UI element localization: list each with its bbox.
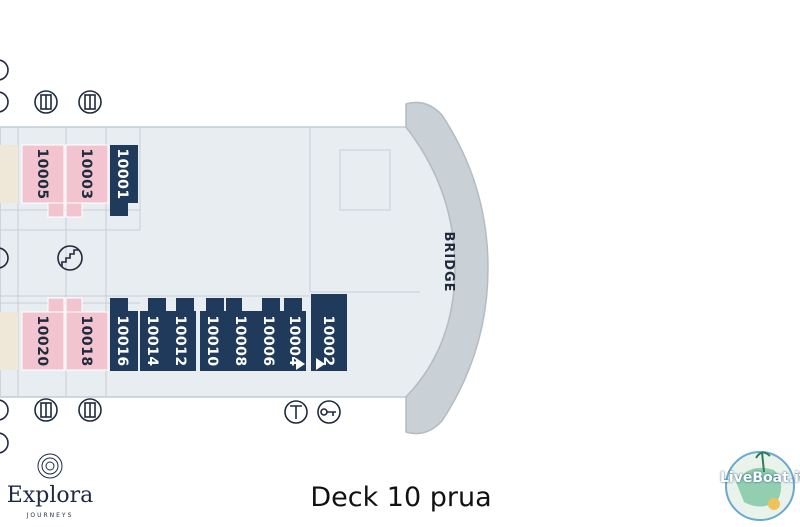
cabin-number: 10010 bbox=[204, 315, 220, 366]
cabin-number: 10012 bbox=[172, 315, 188, 366]
cabin-number: 10018 bbox=[78, 315, 94, 366]
elevator-icon bbox=[34, 398, 58, 422]
cabin-10001[interactable]: 10001 bbox=[110, 145, 138, 216]
cabin-10008[interactable]: 10008 bbox=[226, 298, 256, 371]
cabin-10020[interactable]: 10020 bbox=[21, 297, 65, 371]
cabin-number: 10004 bbox=[286, 315, 302, 366]
elevator-icon bbox=[78, 90, 102, 114]
cabin-number: 10020 bbox=[34, 315, 50, 366]
bridge-area bbox=[405, 101, 489, 435]
cabin-10004[interactable]: 10004 bbox=[284, 298, 306, 371]
cabin-partial-bottom bbox=[0, 312, 18, 370]
tea-icon bbox=[284, 400, 308, 424]
cabin-number: 10001 bbox=[114, 148, 130, 199]
cabin-number: 10005 bbox=[34, 148, 50, 199]
cabin-10010[interactable]: 10010 bbox=[200, 298, 228, 371]
cabin-number: 10016 bbox=[114, 315, 130, 366]
cabin-partial-top bbox=[0, 145, 18, 203]
cabin-10005[interactable]: 10005 bbox=[21, 144, 65, 218]
elevator-icon bbox=[34, 90, 58, 114]
accessible-marker bbox=[296, 358, 305, 370]
elevator-icon bbox=[0, 59, 9, 81]
cabin-number: 10003 bbox=[78, 148, 94, 199]
cabin-10006[interactable]: 10006 bbox=[256, 298, 284, 371]
explora-logo-icon bbox=[37, 453, 63, 479]
cabin-number: 10008 bbox=[232, 315, 248, 366]
accessible-marker bbox=[316, 358, 325, 370]
cabin-10016[interactable]: 10016 bbox=[110, 298, 138, 371]
brand-liveboat: LiveBoat.it bbox=[720, 470, 800, 486]
cabin-number: 10002 bbox=[320, 315, 336, 366]
cabin-10003[interactable]: 10003 bbox=[65, 144, 109, 218]
stairs-icon bbox=[57, 245, 83, 271]
bridge-label: BRIDGE bbox=[441, 231, 456, 292]
page-title: Deck 10 prua bbox=[310, 482, 492, 513]
key-icon bbox=[317, 400, 341, 424]
cabin-10018[interactable]: 10018 bbox=[65, 297, 109, 371]
elevator-icon bbox=[78, 398, 102, 422]
accessible-icon bbox=[0, 91, 9, 113]
accessible-icon bbox=[0, 399, 9, 421]
cabin-10002[interactable]: 10002 bbox=[311, 294, 347, 371]
accessible-icon bbox=[0, 247, 9, 269]
cabin-number: 10014 bbox=[144, 315, 160, 366]
elevator-icon bbox=[0, 432, 9, 454]
cabin-number: 10006 bbox=[260, 315, 276, 366]
cabin-10014[interactable]: 10014 bbox=[140, 298, 168, 371]
brand-name: Explora bbox=[6, 483, 94, 508]
brand-subtitle: JOURNEYS bbox=[26, 512, 74, 519]
cabin-10012[interactable]: 10012 bbox=[168, 298, 196, 371]
liveboat-logo-icon bbox=[725, 451, 795, 521]
